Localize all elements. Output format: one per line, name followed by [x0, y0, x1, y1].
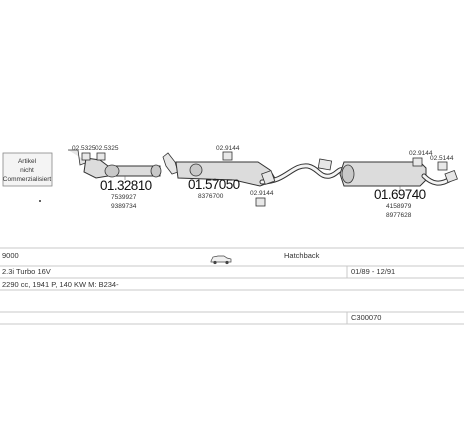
- front-pipe-muffler: [68, 149, 162, 179]
- legend-line-3: Commerzialisiert: [3, 176, 52, 183]
- years-cell: 01/89 - 12/91: [351, 267, 395, 276]
- connecting-pipe: [259, 158, 347, 185]
- code-cell: C300070: [351, 313, 381, 322]
- part-number-1: 01.32810: [100, 178, 152, 193]
- car-icon: [210, 255, 232, 265]
- part-ref-3a: 4158979: [386, 203, 412, 210]
- part-ref-1b: 9389734: [111, 203, 137, 210]
- clamp-5: 02.9144: [409, 150, 433, 167]
- part-label-3: 01.69740 4158979 8977628: [374, 186, 426, 219]
- legend-line-2: nicht: [20, 167, 34, 174]
- part-ref-2a: 8376700: [198, 193, 224, 200]
- legend-box: Artikel nicht Commerzialisiert: [2, 152, 53, 187]
- clamp-1: 02.5325: [72, 145, 96, 161]
- part-label-2: 01.57050 8376700: [188, 177, 240, 200]
- clamp-label-4: 02.9144: [250, 190, 274, 197]
- clamp-label-1: 02.5325: [72, 145, 96, 152]
- part-ref-3b: 8977628: [386, 212, 412, 219]
- clamp-2: 02.5325: [95, 145, 119, 161]
- clamp-label-6: 02.5144: [430, 155, 454, 162]
- legend-line-1: Artikel: [18, 158, 37, 165]
- part-number-2: 01.57050: [188, 177, 240, 192]
- dot-marker: [39, 200, 41, 202]
- clamp-4: 02.9144: [250, 190, 274, 207]
- model-cell: 9000: [2, 251, 19, 260]
- specs-cell: 2290 cc, 1941 P, 140 KW M: B234-: [2, 280, 119, 289]
- engine-cell: 2.3i Turbo 16V: [2, 267, 51, 276]
- info-table: 9000 Hatchback 2.3i Turbo 16V 01/89 - 12…: [0, 247, 464, 325]
- part-ref-1a: 7539927: [111, 194, 137, 201]
- clamp-6: 02.5144: [430, 155, 454, 171]
- clamp-label-3: 02.9144: [216, 145, 240, 152]
- clamp-3: 02.9144: [216, 145, 240, 161]
- part-number-3: 01.69740: [374, 187, 426, 202]
- clamp-label-5: 02.9144: [409, 150, 433, 157]
- part-label-1: 01.32810 7539927 9389734: [100, 176, 152, 210]
- body-type-cell: Hatchback: [284, 251, 320, 260]
- middle-muffler: [162, 152, 277, 187]
- clamp-label-2: 02.5325: [95, 145, 119, 152]
